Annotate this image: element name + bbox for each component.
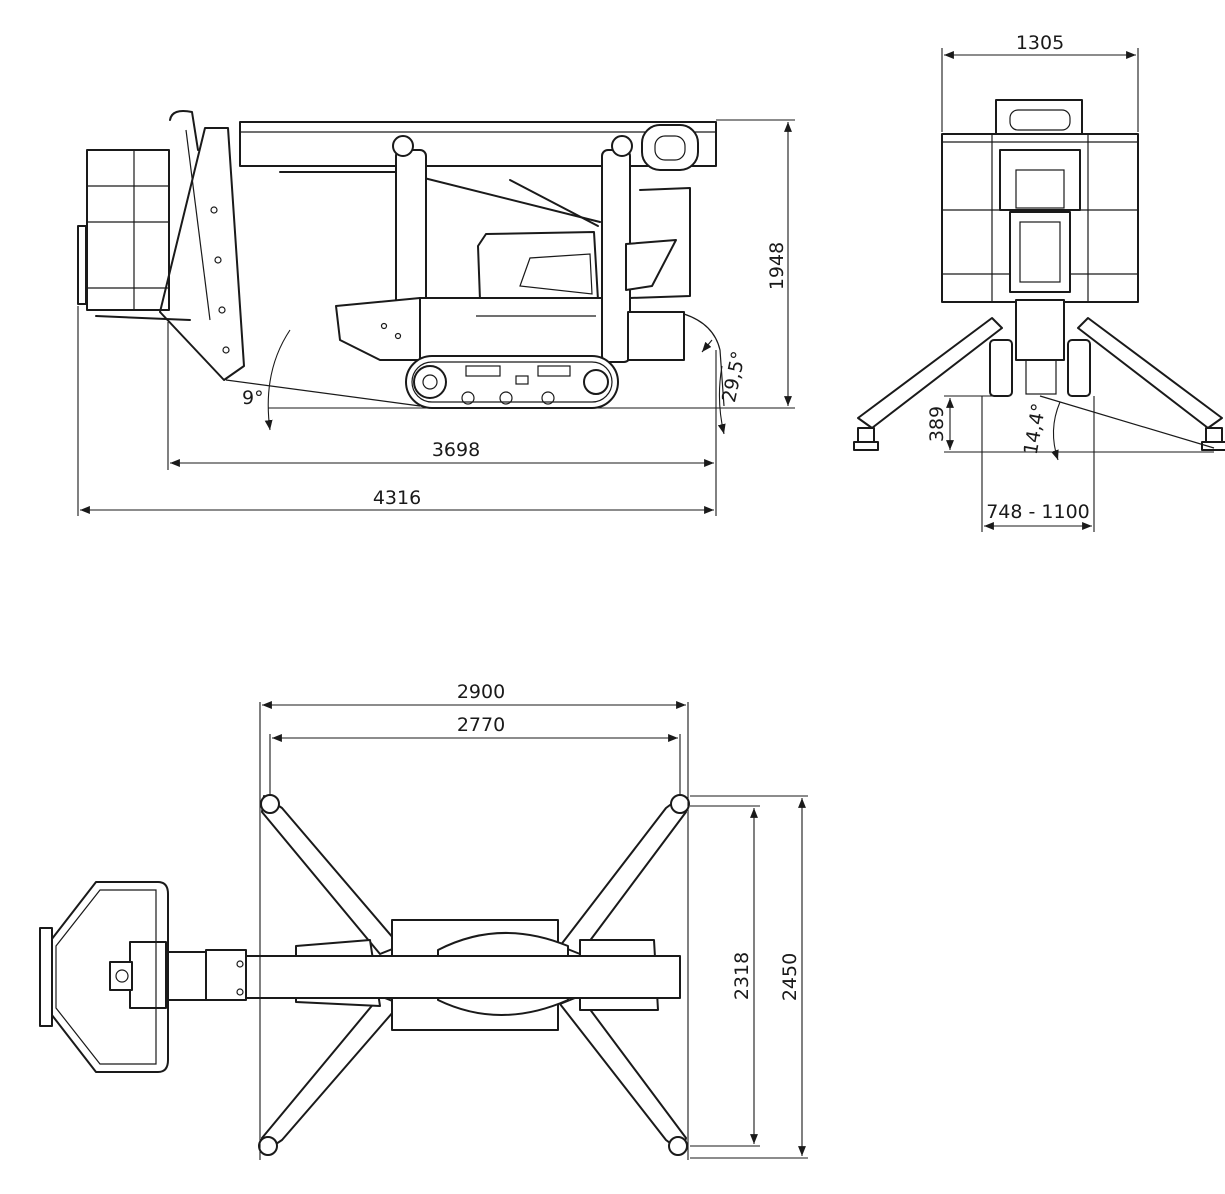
length-total-label: 4316	[373, 487, 421, 509]
rear-outriggers	[853, 317, 1225, 451]
outrigger-span-inner-label: 2770	[457, 714, 505, 736]
dim-outrigger-clearance: 389	[926, 395, 1214, 453]
dim-length-total: 4316	[77, 306, 717, 516]
outrigger-width-outer-label: 2450	[779, 953, 801, 1001]
dim-outrigger-width-inner: 2318	[690, 805, 760, 1147]
length-stowed-label: 3698	[432, 439, 480, 461]
outrigger-angle-label: 14,4°	[1020, 402, 1051, 457]
dim-outrigger-angle: 14,4°	[1020, 402, 1061, 461]
chassis	[335, 297, 685, 361]
dim-angle-front: 9°	[242, 329, 291, 431]
outrigger-clearance-label: 389	[926, 406, 948, 442]
top-outriggers	[258, 794, 690, 1156]
dim-length-stowed: 3698	[167, 322, 717, 470]
basket	[77, 149, 191, 321]
dim-outrigger-width-outer: 2450	[690, 795, 808, 1159]
side-view: 1948 9° 29,5° 3698 4316	[77, 110, 795, 516]
dim-outrigger-span-inner: 2770	[269, 714, 681, 796]
dim-angle-rear: 29,5°	[701, 339, 750, 435]
angle-rear-label: 29,5°	[718, 349, 750, 404]
jib-arm	[159, 110, 245, 381]
angle-front-label: 9°	[242, 387, 264, 409]
width-basket-label: 1305	[1016, 32, 1064, 54]
rear-mast	[989, 99, 1091, 397]
main-boom	[239, 121, 717, 227]
dim-outrigger-span-outer: 2900	[259, 681, 689, 1160]
rear-view: 1305 389 14,4° 748 - 1100	[853, 32, 1225, 532]
top-basket	[39, 881, 169, 1073]
outrigger-width-inner-label: 2318	[731, 952, 753, 1000]
crawler-track	[405, 355, 619, 409]
power-unit	[477, 187, 691, 301]
track-width-label: 748 - 1100	[986, 501, 1090, 523]
top-view: 2900 2770 2318 2450	[39, 681, 808, 1160]
height-total-label: 1948	[766, 242, 788, 290]
outrigger-span-outer-label: 2900	[457, 681, 505, 703]
top-rotator	[109, 941, 207, 1009]
top-boom	[205, 949, 681, 1001]
dim-height-total: 1948	[716, 119, 795, 409]
dim-width-basket: 1305	[941, 32, 1139, 132]
dim-track-width: 748 - 1100	[981, 396, 1095, 532]
